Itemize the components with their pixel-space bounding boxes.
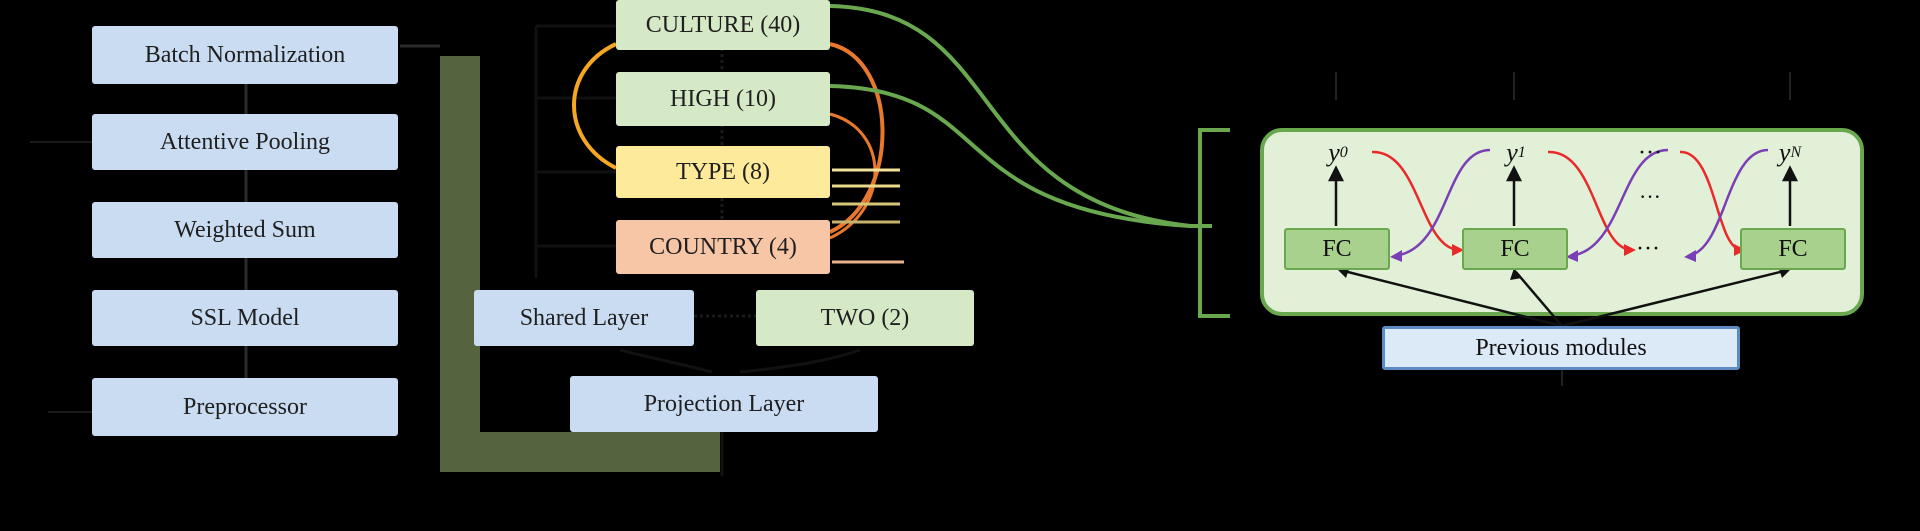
- yellow-recurrence-arrow: [572, 42, 617, 170]
- dots-mid: ···: [1639, 184, 1661, 209]
- ssl-model-box: SSL Model: [92, 290, 398, 346]
- arrow-shared-projection: [619, 348, 713, 374]
- red-arrowhead-1: [1452, 244, 1464, 256]
- country-head-box: COUNTRY (4): [616, 220, 830, 274]
- orange-recurrence-arrow-1: [829, 42, 885, 234]
- preprocessor-box: Preprocessor: [92, 378, 398, 436]
- dots-fc: ···: [1636, 235, 1660, 262]
- green-connector-culture: [829, 4, 1191, 228]
- purple-arrowhead-3: [1684, 250, 1696, 262]
- arrowhead-prev-fc2: [1510, 268, 1522, 280]
- projection-layer-box: Projection Layer: [570, 376, 878, 432]
- batch-normalization-box: Batch Normalization: [92, 26, 398, 84]
- type-head-box: TYPE (8): [616, 146, 830, 198]
- yN-subscript: N: [1790, 144, 1802, 161]
- chain-panel: [1260, 128, 1864, 316]
- shared-layer-box: Shared Layer: [474, 290, 694, 346]
- fc-box-1: FC: [1284, 228, 1390, 270]
- arrow-two-projection: [739, 348, 861, 374]
- weighted-sum-box: Weighted Sum: [92, 202, 398, 258]
- fc-box-2: FC: [1462, 228, 1568, 270]
- arrowhead-fc3-yN: [1781, 165, 1799, 182]
- attentive-pooling-box: Attentive Pooling: [92, 114, 398, 170]
- arrowhead-fc2-y1: [1505, 165, 1523, 182]
- two-head-box: TWO (2): [756, 290, 974, 346]
- purple-arrowhead-1: [1390, 250, 1402, 262]
- orange-recurrence-arrow-2: [829, 112, 877, 240]
- purple-arrow-2: [1569, 148, 1669, 258]
- red-arrow-y1-next: [1547, 150, 1633, 252]
- green-connector-high: [829, 84, 1191, 228]
- arrow-prev-fc3: [1561, 268, 1789, 328]
- y1-symbol: y: [1506, 138, 1518, 167]
- high-head-box: HIGH (10): [616, 72, 830, 126]
- y0-symbol: y: [1328, 138, 1340, 167]
- arrow-prev-fc1: [1339, 268, 1563, 328]
- arrow-prev-fc2: [1515, 271, 1563, 327]
- panel-bracket: [1198, 128, 1230, 318]
- purple-arrow-3: [1687, 148, 1769, 258]
- culture-head-box: CULTURE (40): [616, 0, 830, 50]
- fc-box-3: FC: [1740, 228, 1846, 270]
- previous-modules-box: Previous modules: [1382, 326, 1740, 370]
- y1-subscript: 1: [1517, 144, 1526, 161]
- y0-subscript: 0: [1339, 144, 1348, 161]
- dark-separator-block: [440, 56, 480, 472]
- red-arrowhead-2: [1624, 244, 1636, 256]
- yN-symbol: y: [1778, 138, 1791, 167]
- dots-top: ···: [1638, 139, 1662, 166]
- red-arrow-y0-fc2: [1371, 150, 1461, 252]
- dark-bottom-band: [440, 432, 720, 472]
- purple-arrowhead-2: [1566, 250, 1578, 262]
- purple-arrow-1: [1393, 148, 1491, 258]
- arrowhead-fc1-y0: [1327, 165, 1345, 182]
